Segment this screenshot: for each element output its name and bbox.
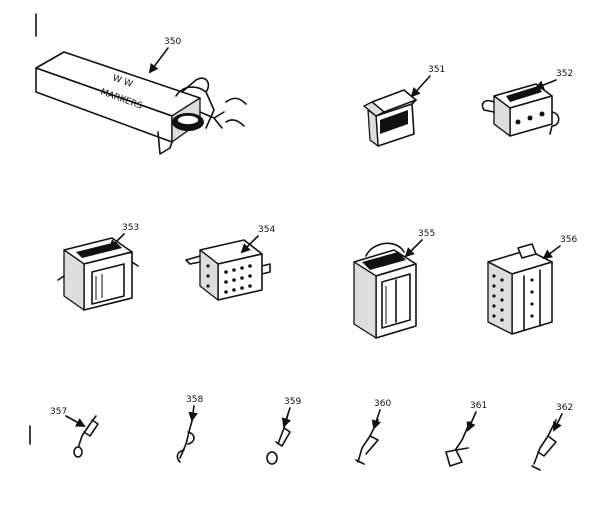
part-352-socket: 352 bbox=[481, 69, 573, 137]
callout-label-353: 353 bbox=[122, 223, 139, 233]
part-362-terminal: 362 bbox=[531, 403, 573, 471]
callout-label-362: 362 bbox=[556, 403, 573, 413]
pin-holes bbox=[206, 264, 252, 294]
callout-label-354: 354 bbox=[258, 225, 275, 235]
part-354-pin-block: 354 bbox=[185, 225, 275, 301]
callout-label-358: 358 bbox=[186, 395, 203, 405]
callout-label-359: 359 bbox=[284, 397, 301, 407]
part-361-terminal: 361 bbox=[445, 401, 487, 467]
part-355-tall-housing: 355 bbox=[353, 229, 435, 339]
callout-label-357: 357 bbox=[50, 407, 67, 417]
part-351-housing: 351 bbox=[363, 65, 445, 147]
callout-label-361: 361 bbox=[470, 401, 487, 411]
part-358-terminal: 358 bbox=[176, 395, 203, 463]
part-360-terminal: 360 bbox=[355, 399, 391, 465]
contact-holes bbox=[492, 274, 534, 322]
part-350-marker-box: W W MARKERS 350 bbox=[35, 37, 247, 155]
part-357-terminal: 357 bbox=[50, 407, 99, 458]
part-356-dual-connector: 356 bbox=[487, 235, 577, 335]
part-359-terminal: 359 bbox=[266, 397, 301, 465]
callout-label-351: 351 bbox=[428, 65, 445, 75]
callout-label-352: 352 bbox=[556, 69, 573, 79]
callout-label-360: 360 bbox=[374, 399, 391, 409]
callout-label-355: 355 bbox=[418, 229, 435, 239]
callout-label-350: 350 bbox=[164, 37, 181, 47]
part-353-housing: 353 bbox=[57, 223, 139, 311]
callout-label-356: 356 bbox=[560, 235, 577, 245]
